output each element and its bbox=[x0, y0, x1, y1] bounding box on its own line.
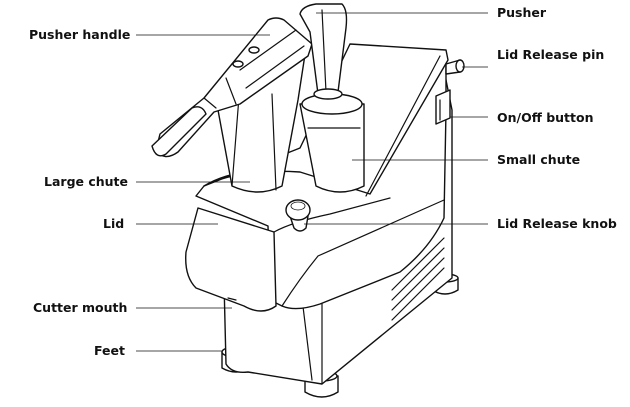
lid-release-knob-illustration bbox=[285, 199, 311, 232]
label-large-chute: Large chute bbox=[44, 174, 128, 189]
label-pusher-handle: Pusher handle bbox=[29, 27, 130, 42]
label-small-chute: Small chute bbox=[497, 152, 580, 167]
label-lid: Lid bbox=[103, 216, 124, 231]
label-on-off-button: On/Off button bbox=[497, 110, 593, 125]
pusher-illustration bbox=[299, 3, 348, 100]
pusher-handle-illustration bbox=[151, 17, 313, 158]
label-lid-release-knob: Lid Release knob bbox=[497, 216, 617, 231]
large-chute-illustration bbox=[217, 41, 307, 193]
on-off-button-illustration bbox=[435, 89, 451, 125]
small-chute-illustration bbox=[299, 93, 365, 193]
label-pusher: Pusher bbox=[497, 5, 547, 20]
lid-release-pin-illustration bbox=[445, 59, 465, 75]
label-cutter-mouth: Cutter mouth bbox=[33, 300, 127, 315]
leader-lines bbox=[136, 12, 488, 352]
machine-illustration bbox=[151, 3, 465, 398]
label-lid-release-pin: Lid Release pin bbox=[497, 47, 604, 62]
label-feet: Feet bbox=[94, 343, 125, 358]
labels: Pusher handle Large chute Lid Cutter mou… bbox=[29, 5, 617, 358]
